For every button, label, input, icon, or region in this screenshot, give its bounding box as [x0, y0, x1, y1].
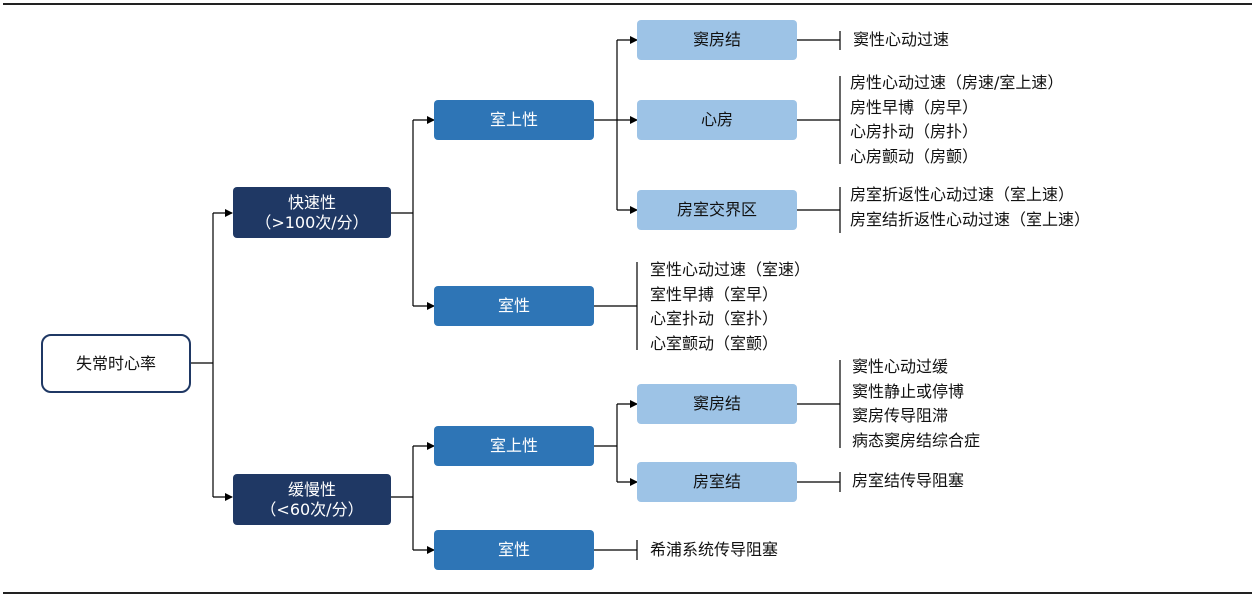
- list-item: 心房扑动（房扑）: [850, 122, 979, 142]
- fast-supra-label: 室上性: [489, 110, 538, 129]
- slow-supra-label: 室上性: [489, 436, 538, 455]
- slow-vent-node: 室性: [434, 530, 594, 570]
- list-item: 希浦系统传导阻塞: [650, 540, 779, 559]
- fast-vent-label: 室性: [497, 296, 530, 315]
- list-item: 病态窦房结综合症: [852, 430, 981, 450]
- list-item: 室性早搏（室早）: [650, 284, 779, 304]
- list-item: 心房颤动（房颤）: [850, 146, 979, 166]
- slow-title: 缓慢性: [287, 479, 336, 499]
- av-junction-node: 房室交界区: [637, 190, 797, 230]
- slow-supra-node: 室上性: [434, 426, 594, 466]
- root-node: 失常时心率: [41, 334, 191, 393]
- atrial-items: 房性心动过速（房速/室上速） 房性早博（房早） 心房扑动（房扑） 心房颤动（房颤…: [850, 71, 1063, 169]
- slow-sub: （<60次/分）: [260, 499, 364, 519]
- list-item: 房性早博（房早）: [850, 97, 979, 117]
- fast-vent-items: 室性心动过速（室速） 室性早搏（室早） 心室扑动（室扑） 心室颤动（室颤）: [650, 258, 810, 356]
- slow-node: 缓慢性 （<60次/分）: [233, 474, 391, 525]
- atrial-node: 心房: [637, 100, 797, 140]
- fast-title: 快速性: [287, 192, 336, 212]
- av-node-node: 房室结: [637, 462, 797, 502]
- list-item: 房室折返性心动过速（室上速）: [850, 185, 1075, 204]
- av-junction-items: 房室折返性心动过速（室上速） 房室结折返性心动过速（室上速）: [850, 183, 1090, 232]
- av-junction-label: 房室交界区: [676, 200, 757, 219]
- list-item: 房性心动过速（房速/室上速）: [850, 73, 1064, 92]
- fast-supra-node: 室上性: [434, 100, 594, 140]
- list-item: 心室扑动（室扑）: [650, 309, 779, 329]
- list-item: 室性心动过速（室速）: [650, 260, 811, 279]
- list-item: 窦性心动过速: [853, 30, 950, 49]
- root-label: 失常时心率: [75, 353, 156, 373]
- sinus-fast-label: 窦房结: [692, 30, 741, 49]
- bottom-rule: [3, 592, 1252, 594]
- list-item: 窦性心动过缓: [852, 357, 949, 376]
- list-item: 窦性静止或停博: [852, 381, 965, 401]
- list-item: 房室结折返性心动过速（室上速）: [850, 209, 1091, 229]
- sinus-slow-items: 窦性心动过缓 窦性静止或停博 窦房传导阻滞 病态窦房结综合症: [852, 355, 980, 453]
- av-node-items: 房室结传导阻塞: [852, 469, 964, 494]
- fast-sub: （>100次/分）: [255, 212, 369, 232]
- sinus-slow-label: 窦房结: [692, 394, 741, 413]
- list-item: 心室颤动（室颤）: [650, 333, 779, 353]
- atrial-label: 心房: [700, 110, 733, 129]
- fast-node: 快速性 （>100次/分）: [233, 187, 391, 238]
- top-rule: [3, 3, 1252, 5]
- slow-vent-items: 希浦系统传导阻塞: [650, 538, 778, 563]
- fast-vent-node: 室性: [434, 286, 594, 326]
- list-item: 窦房传导阻滞: [852, 406, 949, 426]
- av-node-label: 房室结: [692, 472, 741, 491]
- slow-vent-label: 室性: [497, 540, 530, 559]
- sinus-fast-node: 窦房结: [637, 20, 797, 60]
- sinus-slow-node: 窦房结: [637, 384, 797, 424]
- sinus-fast-items: 窦性心动过速: [853, 28, 949, 53]
- list-item: 房室结传导阻塞: [852, 471, 965, 490]
